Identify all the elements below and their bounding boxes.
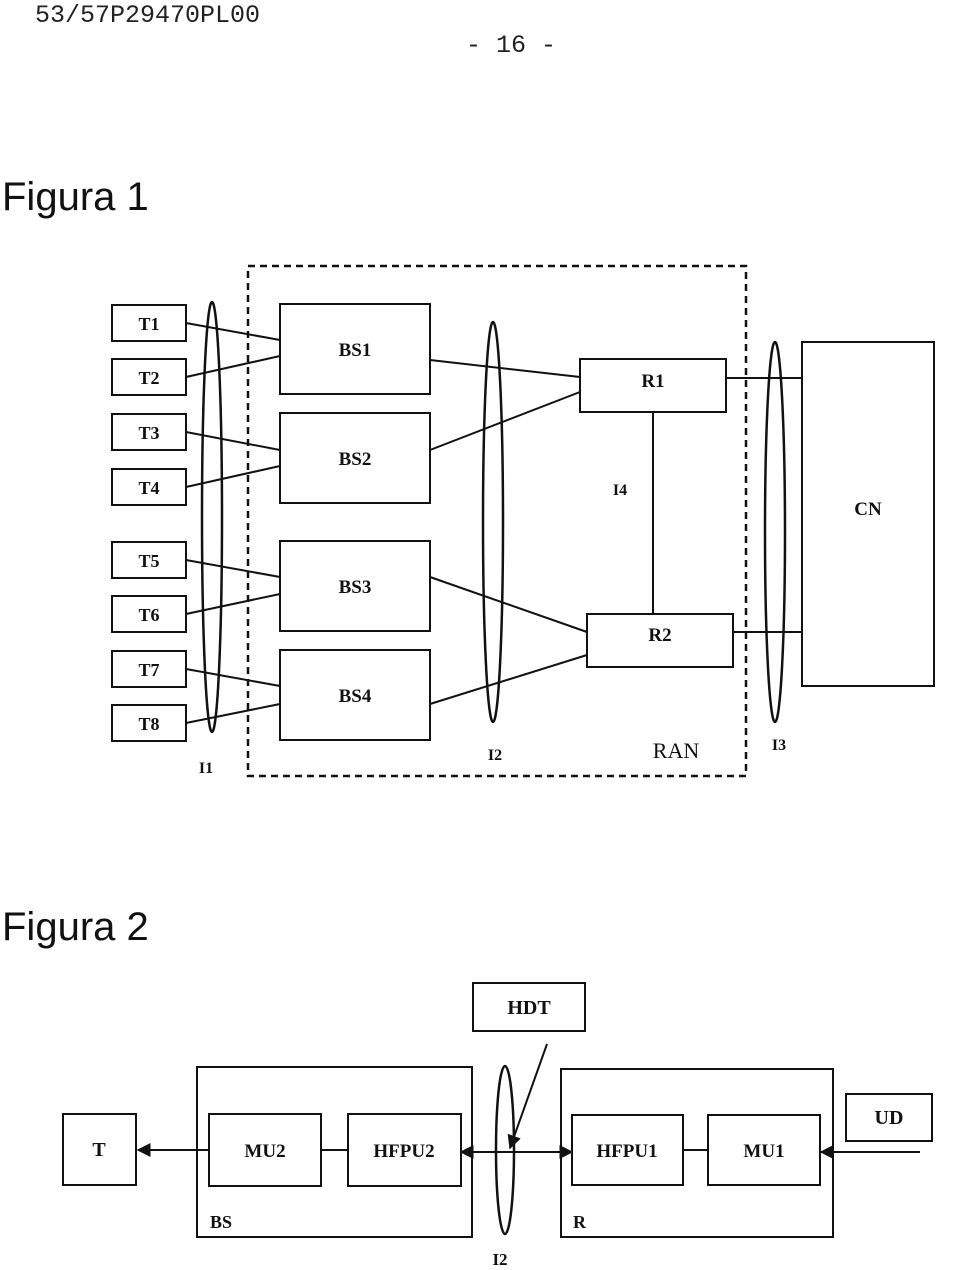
interface-i1-ellipse <box>200 300 224 734</box>
base-station-bs4: BS4 <box>279 649 431 741</box>
terminal-t6-label: T6 <box>138 605 159 625</box>
mu1-label: MU1 <box>743 1141 784 1162</box>
figure-2-title: Figura 2 <box>2 905 149 949</box>
terminal-t4: T4 <box>111 468 187 506</box>
ran-label: RAN <box>653 738 700 763</box>
interface-i4-label: I4 <box>613 482 627 499</box>
router-r1: R1 <box>579 358 727 413</box>
cn-label: CN <box>854 499 882 520</box>
router-r2: R2 <box>586 613 734 668</box>
terminal-t1: T1 <box>111 304 187 342</box>
terminal-t4-label: T4 <box>138 478 159 498</box>
terminal-t-label: T <box>92 1139 106 1161</box>
terminal-t7: T7 <box>111 650 187 688</box>
terminal-t8: T8 <box>111 704 187 742</box>
base-station-bs1: BS1 <box>279 303 431 395</box>
ud-box: UD <box>845 1093 933 1142</box>
interface-i2-label-fig2: I2 <box>492 1250 507 1269</box>
terminal-t8-label: T8 <box>138 714 159 734</box>
bs1-label: BS1 <box>339 340 372 361</box>
hfpu2-label: HFPU2 <box>373 1141 434 1162</box>
interface-i1-label: I1 <box>199 760 213 777</box>
terminal-t3: T3 <box>111 413 187 451</box>
bs-label: BS <box>210 1212 232 1232</box>
interface-i2-label: I2 <box>488 747 502 764</box>
page-number: - 16 - <box>466 31 557 60</box>
mu2-label: MU2 <box>244 1141 285 1162</box>
hfpu2-box: HFPU2 <box>347 1113 462 1187</box>
core-network-cn: CN <box>801 341 935 687</box>
terminal-t-box: T <box>62 1113 137 1186</box>
hfpu1-box: HFPU1 <box>571 1114 684 1186</box>
bs3-label: BS3 <box>339 577 372 598</box>
ud-label: UD <box>875 1107 904 1129</box>
figure-2-diagram: HDT T MU2 HFPU2 HFPU1 MU1 UD BS R I2 <box>62 982 933 1269</box>
document-id: 53/57P29470PL00 <box>35 1 261 30</box>
figure-1-title: Figura 1 <box>2 175 149 219</box>
terminal-t2: T2 <box>111 358 187 396</box>
interface-i2-ellipse-fig2 <box>494 1064 516 1236</box>
base-station-bs3: BS3 <box>279 540 431 632</box>
arrow-hdt-to-link <box>507 1043 548 1150</box>
r1-label: R1 <box>641 371 664 392</box>
hdt-label: HDT <box>507 997 551 1019</box>
terminal-t6: T6 <box>111 595 187 633</box>
interface-i2-ellipse <box>481 320 505 724</box>
interface-i3-ellipse <box>763 340 787 724</box>
figure-1-diagram: T1 T2 T3 T4 T5 T6 T7 T8 BS1 BS2 BS3 BS4 … <box>111 264 935 778</box>
bs4-label: BS4 <box>339 686 372 707</box>
terminal-t3-label: T3 <box>138 423 159 443</box>
bs2-label: BS2 <box>339 449 372 470</box>
terminal-t7-label: T7 <box>138 660 159 680</box>
terminal-t5-label: T5 <box>138 551 159 571</box>
terminal-t5: T5 <box>111 541 187 579</box>
hfpu1-label: HFPU1 <box>596 1141 657 1162</box>
interface-i3-label: I3 <box>772 737 786 754</box>
r2-label: R2 <box>648 625 671 646</box>
mu1-box: MU1 <box>707 1114 821 1186</box>
mu2-box: MU2 <box>208 1113 322 1187</box>
hdt-box: HDT <box>472 982 586 1032</box>
base-station-bs2: BS2 <box>279 412 431 504</box>
terminal-t2-label: T2 <box>138 368 159 388</box>
terminal-t1-label: T1 <box>138 314 159 334</box>
r-label: R <box>573 1212 587 1232</box>
